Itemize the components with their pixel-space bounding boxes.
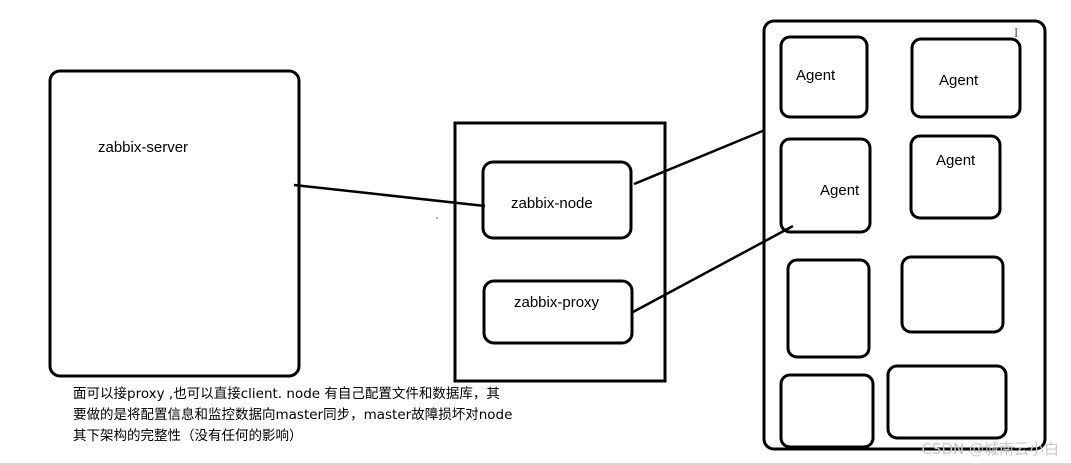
watermark: CSDN @城南云小白 bbox=[921, 440, 1059, 458]
bottom-divider bbox=[0, 463, 1071, 465]
host-box-8 bbox=[886, 364, 1008, 440]
agent-box-3 bbox=[779, 137, 872, 234]
agent-label-4: Agent bbox=[936, 152, 976, 169]
text-cursor-glyph: I bbox=[1014, 25, 1018, 40]
server-label: zabbix-server bbox=[98, 139, 188, 156]
host-box-7 bbox=[779, 373, 875, 449]
agent-box-1 bbox=[779, 35, 869, 119]
node-label: zabbix-node bbox=[511, 195, 593, 212]
agent-label-1: Agent bbox=[796, 67, 836, 84]
connector-server-node bbox=[293, 183, 486, 208]
agent-box-4 bbox=[909, 134, 1002, 220]
agent-label-3: Agent bbox=[820, 182, 860, 199]
caption-line-1: 面可以接proxy ,也可以直接client. node 有自己配置文件和数据库… bbox=[73, 386, 500, 402]
node-box bbox=[481, 160, 633, 240]
host-box-6 bbox=[900, 255, 1005, 334]
proxy-box bbox=[482, 279, 634, 345]
server-box bbox=[48, 69, 301, 378]
connector-proxy-agent bbox=[632, 224, 794, 314]
caption-line-3: 其下架构的完整性（没有任何的影响） bbox=[73, 428, 303, 444]
caption-line-2: 要做的是将配置信息和监控数据向master同步，master故障损坏对node bbox=[73, 407, 513, 423]
host-box-5 bbox=[786, 258, 871, 359]
agent-box-2 bbox=[910, 37, 1022, 119]
agent-label-2: Agent bbox=[939, 72, 979, 89]
connector-node-agents bbox=[633, 128, 766, 186]
caption: 面可以接proxy ,也可以直接client. node 有自己配置文件和数据库… bbox=[73, 384, 543, 447]
stray-dot bbox=[436, 217, 438, 219]
proxy-label: zabbix-proxy bbox=[514, 294, 600, 311]
